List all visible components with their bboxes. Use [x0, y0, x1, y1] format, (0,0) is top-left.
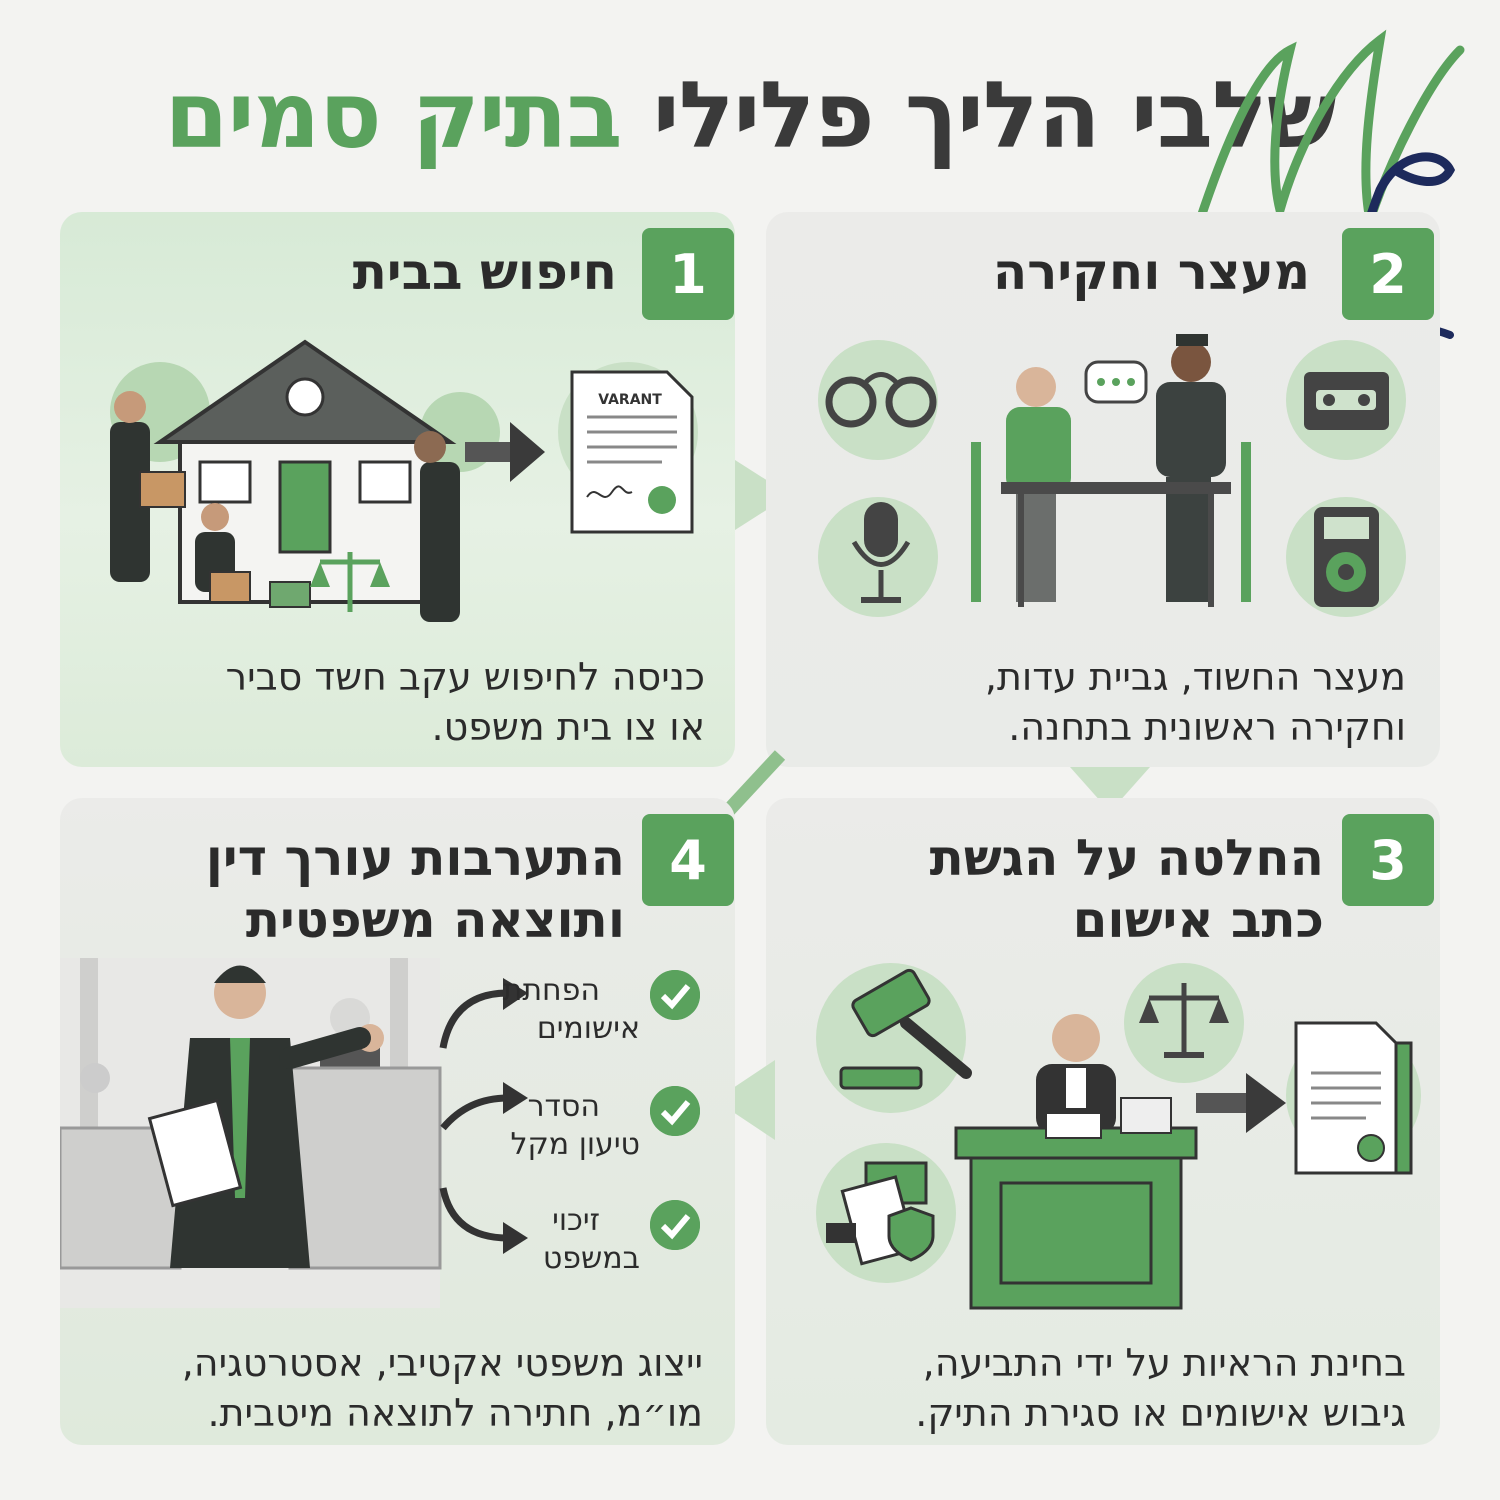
gavel-icon: [839, 968, 972, 1090]
interrogation-icon: [971, 334, 1251, 607]
warrant-document-icon: [570, 370, 694, 534]
warrant-label: VARANT: [598, 392, 662, 408]
step-2-desc-line1: מעצר החשוד, גביית עדות,: [984, 655, 1406, 699]
outcome-1-line2: אישומים: [536, 1011, 640, 1046]
outcome-1-line1: הפחתת: [502, 973, 600, 1008]
title-part2: בתיק סמים: [164, 62, 623, 169]
indictment-document-icon: [1294, 1021, 1413, 1175]
step-3-badge: 3: [1342, 814, 1434, 906]
microphone-icon: [851, 502, 911, 603]
evidence-icon: [826, 1161, 935, 1266]
scales-icon: [1139, 983, 1229, 1058]
outcome-2-line2: טיעון מקל: [510, 1127, 640, 1162]
connector-1-2-icon: [735, 460, 790, 530]
step-4-desc-line2: מו״מ, חתירה לתוצאה מיטבית.: [207, 1391, 703, 1435]
recorder-icon: [1314, 507, 1379, 607]
step-4-badge: 4: [642, 814, 734, 906]
outcome-3-line2: במשפט: [542, 1241, 640, 1276]
step-4-heading-line1: התערבות עורך דין: [205, 829, 625, 887]
step-1-desc-line2: או צו בית משפט.: [431, 705, 705, 749]
outcome-3-line1: זיכוי: [552, 1203, 600, 1238]
judge-icon: [954, 1014, 1198, 1310]
page-title: שלבי הליך פלילי בתיק סמים: [0, 62, 1500, 169]
step-1-heading: חיפוש בבית: [352, 243, 617, 301]
step-2-badge: 2: [1342, 228, 1434, 320]
step-4-card: 4 התערבות עורך דין ותוצאה משפטית הפחתת א…: [60, 798, 735, 1445]
step-2-card: 2 מעצר וחקירה: [766, 212, 1440, 767]
step-4-desc-line1: ייצוג משפטי אקטיבי, אסטרטגיה,: [181, 1341, 703, 1385]
connector-2-3-icon: [1070, 767, 1150, 812]
check-icon: [650, 970, 700, 1020]
outcome-arrows-icon: [439, 978, 528, 1254]
handcuffs-circle: [818, 340, 938, 460]
arrow-right-icon: [465, 422, 545, 482]
step-2-desc-line2: וחקירה ראשונית בתחנה.: [1008, 705, 1406, 749]
step-3-desc-line1: בחינת הראיות על ידי התביעה,: [922, 1341, 1406, 1385]
step-4-heading-line2: ותוצאה משפטית: [245, 891, 625, 949]
step-1-badge: 1: [642, 228, 734, 320]
cassette-icon: [1304, 372, 1389, 430]
police-search-house-icon: [110, 339, 500, 622]
step-1-desc-line1: כניסה לחיפוש עקב חשד סביר: [225, 655, 705, 699]
step-3-heading-line2: כתב אישום: [1072, 891, 1324, 949]
arrow-right-icon: [1196, 1073, 1286, 1133]
lawyer-courtroom-icon: [60, 958, 442, 1308]
outcome-2-line1: הסדר: [527, 1089, 600, 1124]
check-icon: [650, 1086, 700, 1136]
step-3-card: 3 החלטה על הגשת כתב אישום: [766, 798, 1440, 1445]
step-1-card: 1 חיפוש בבית VARAN: [60, 212, 735, 767]
step-3-desc-line2: גיבוש אישומים או סגירת התיק.: [915, 1391, 1406, 1435]
step-2-heading: מעצר וחקירה: [992, 243, 1310, 301]
handcuffs-icon: [825, 372, 937, 428]
check-icon: [650, 1200, 700, 1250]
connector-3-4-icon: [715, 1060, 775, 1140]
step-3-heading-line1: החלטה על הגשת: [929, 829, 1324, 887]
